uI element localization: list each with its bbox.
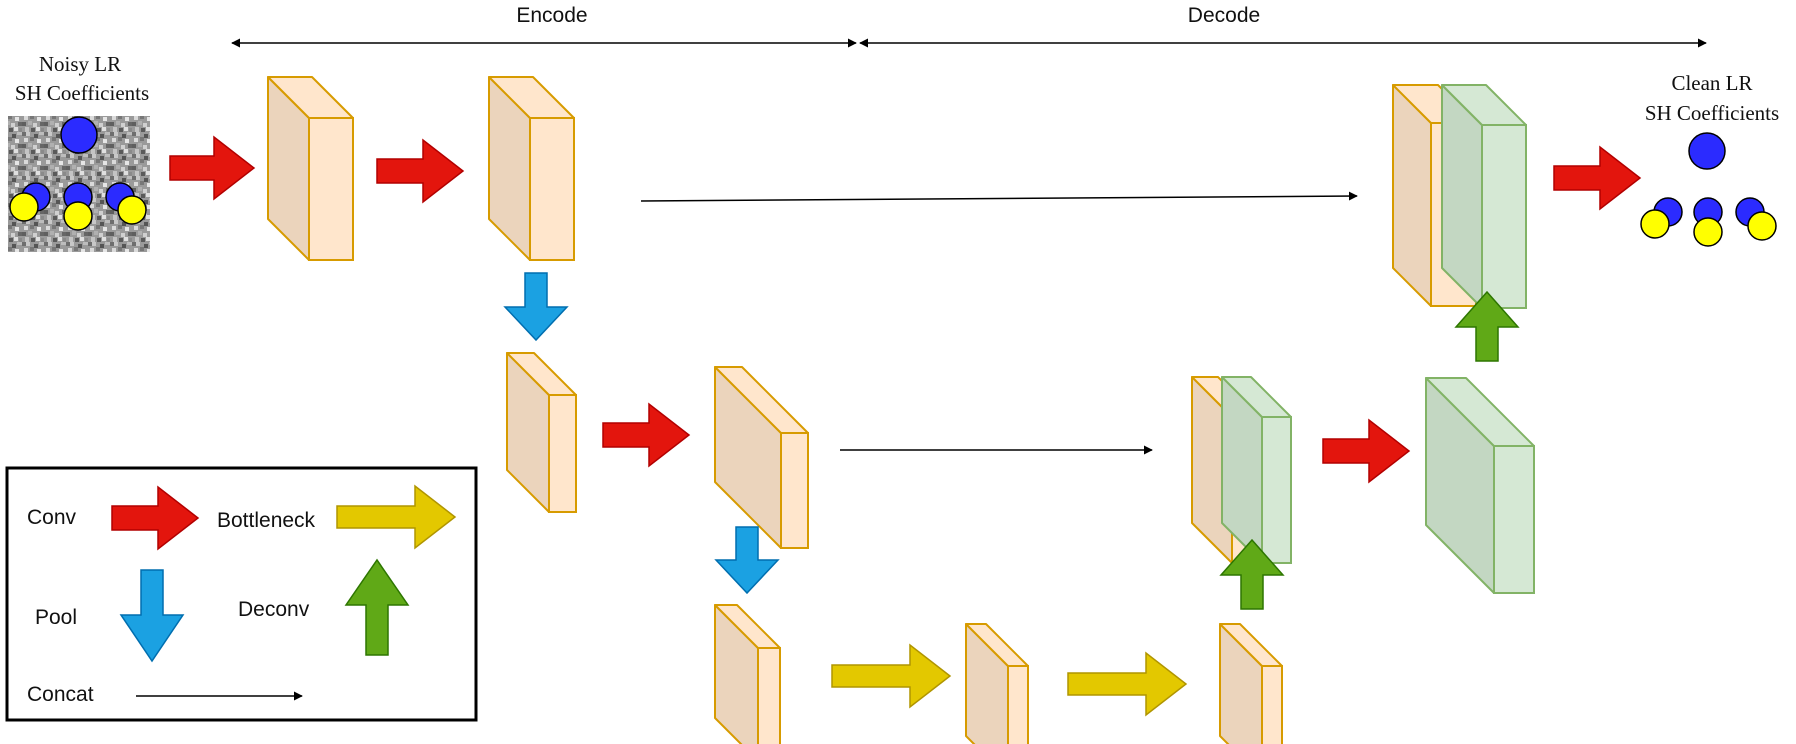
legend-arrow-swatches <box>111 484 457 663</box>
legend-bottleneck-label: Bottleneck <box>217 509 316 532</box>
legend-conv-label: Conv <box>27 506 77 529</box>
conv-arrow <box>602 402 691 468</box>
bottleneck-arrow <box>831 643 952 709</box>
input-sh-coefficients: Noisy LR SH Coefficients <box>8 52 150 252</box>
bottleneck-block-2 <box>1219 623 1283 744</box>
output-sh-coefficients: Clean LR SH Coefficients <box>1640 71 1779 247</box>
legend-bottleneck-arrow <box>336 484 457 550</box>
coeff-yellow-circle <box>1747 211 1777 241</box>
output-title-line2: SH Coefficients <box>1645 101 1779 125</box>
legend-pool-label: Pool <box>35 606 77 629</box>
deconv-output-block-2 <box>1425 377 1535 594</box>
coeff-yellow-circle <box>9 192 39 222</box>
deconv-arrow <box>1454 290 1520 362</box>
encode-span: Encode <box>231 4 857 48</box>
bottleneck-block-1 <box>965 623 1029 744</box>
concat-connection-top <box>640 191 1358 202</box>
pool-arrow <box>503 272 569 342</box>
conv-arrow <box>169 135 256 201</box>
conv-arrow <box>1553 145 1642 211</box>
coeff-blue-circle <box>1688 132 1726 170</box>
encode-label: Encode <box>516 4 587 27</box>
decode-span: Decode <box>859 4 1707 48</box>
legend-pool-arrow <box>119 569 185 663</box>
coeff-yellow-circle <box>117 195 147 225</box>
operation-arrows <box>169 135 1642 717</box>
conv-arrow <box>1322 418 1411 484</box>
input-title-line1: Noisy LR <box>39 52 121 76</box>
encoder-block-4 <box>714 366 809 549</box>
legend-deconv-label: Deconv <box>238 598 310 621</box>
legend-deconv-arrow <box>344 558 410 656</box>
coeff-yellow-circle <box>63 201 93 231</box>
feature-map-blocks <box>267 76 1535 744</box>
input-title-line2: SH Coefficients <box>15 81 149 105</box>
coeff-yellow-circle <box>1640 209 1670 239</box>
encoder-block-5 <box>714 604 781 744</box>
encoder-block-3 <box>506 352 577 513</box>
coeff-blue-circle <box>60 116 98 154</box>
encoder-block-2 <box>488 76 575 261</box>
deconv-arrow <box>1219 538 1285 610</box>
decoder-block-2-green <box>1221 376 1292 564</box>
decoder-block-1-green <box>1441 84 1527 309</box>
pool-arrow <box>714 526 780 595</box>
decode-label: Decode <box>1188 4 1260 27</box>
conv-arrow <box>376 138 465 204</box>
legend-concat-label: Concat <box>27 683 94 706</box>
output-title-line1: Clean LR <box>1671 71 1752 95</box>
bottleneck-arrow <box>1067 651 1188 717</box>
encoder-block-1 <box>267 76 354 261</box>
coeff-yellow-circle <box>1693 217 1723 247</box>
legend-conv-arrow <box>111 485 200 551</box>
